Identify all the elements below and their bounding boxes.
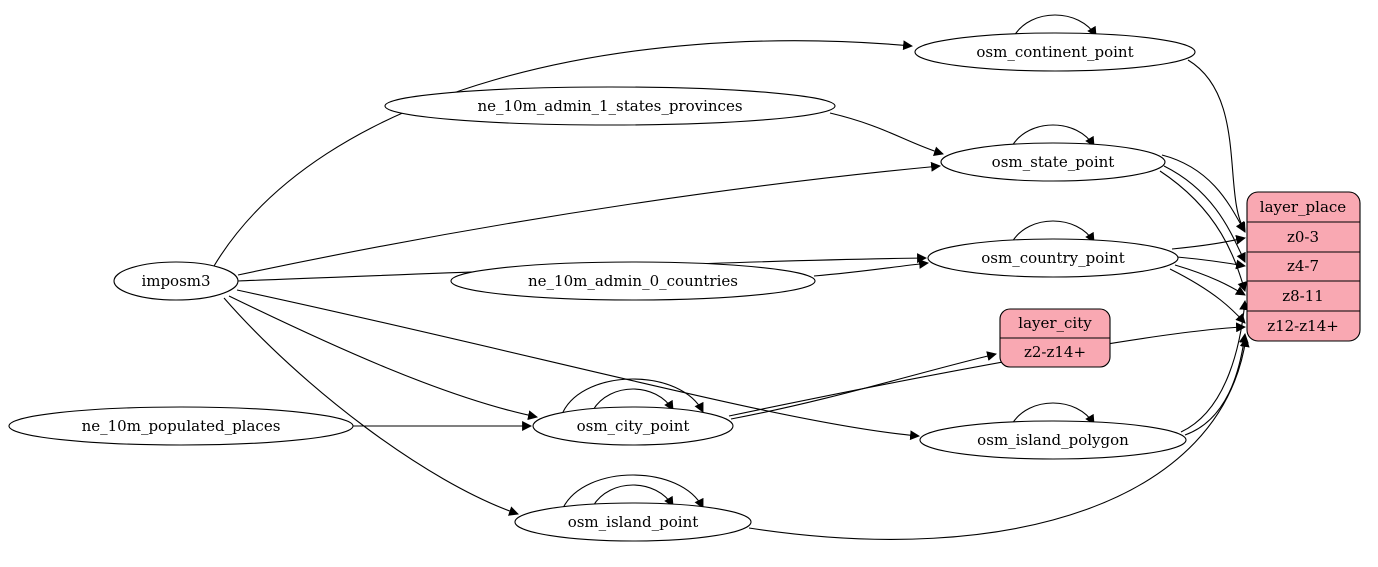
edge-country-to-layer-place-z4-7: [1176, 256, 1246, 270]
self-loop-osm-continent-point: [1013, 14, 1097, 37]
osm-continent-point-ellipse: [914, 32, 1196, 72]
edge-state-to-layer-place-z0-3: [1161, 154, 1246, 233]
edge-ne-states-to-osm-state-point: [829, 112, 944, 157]
ne-states-label: ne_10m_admin_1_states_provinces: [477, 97, 742, 115]
edge-imposm3-to-osm-state-point: [237, 161, 941, 276]
self-loop-osm-state-point: [1011, 124, 1095, 147]
osm-city-point-ellipse: [532, 406, 734, 446]
node-osm-state-point: osm_state_point: [940, 142, 1166, 182]
ne-countries-label: ne_10m_admin_0_countries: [528, 272, 738, 290]
osm-state-point-ellipse: [940, 142, 1166, 182]
osm-city-point-label: osm_city_point: [577, 417, 690, 435]
node-layer-place: layer_place z0-3 z4-7 z8-11 z12-z14+: [1246, 191, 1361, 342]
ne-places-ellipse: [8, 406, 354, 446]
osm-continent-point-label: osm_continent_point: [976, 43, 1133, 61]
node-osm-continent-point: osm_continent_point: [914, 32, 1196, 72]
ne-countries-ellipse: [450, 261, 816, 301]
node-osm-island-point: osm_island_point: [514, 502, 752, 542]
node-osm-country-point: osm_country_point: [927, 238, 1179, 278]
node-osm-island-polygon: osm_island_polygon: [919, 420, 1187, 460]
layer-place-row-z12-z14: z12-z14+: [1267, 317, 1339, 335]
osm-country-point-ellipse: [927, 238, 1179, 278]
edges: [213, 14, 1250, 540]
edge-country-to-layer-place-z0-3: [1171, 234, 1246, 250]
imposm3-label: imposm3: [141, 272, 210, 290]
edge-country-to-layer-place-z12: [1169, 268, 1246, 324]
node-ne-10m-admin-1-states-provinces: ne_10m_admin_1_states_provinces: [384, 86, 836, 126]
edge-continent-to-layer-place-z0-3: [1187, 59, 1246, 232]
ne-states-ellipse: [384, 86, 836, 126]
node-layer-city: layer_city z2-z14+: [999, 308, 1111, 368]
layer-place-row-z4-7: z4-7: [1287, 257, 1319, 275]
osm-island-point-ellipse: [514, 502, 752, 542]
self-loop-osm-island-point-outer: [562, 474, 704, 509]
osm-state-point-label: osm_state_point: [992, 153, 1115, 171]
ne-places-label: ne_10m_populated_places: [82, 417, 281, 435]
edge-state-to-layer-place-z4-7: [1163, 165, 1246, 263]
osm-island-point-label: osm_island_point: [568, 513, 699, 531]
layer-place-row-z8-11: z8-11: [1282, 287, 1324, 305]
edge-imposm3-to-osm-city-point: [228, 295, 538, 421]
self-loop-osm-country-point: [1011, 220, 1095, 243]
edge-ne-countries-to-osm-country-point: [813, 259, 929, 277]
node-ne-10m-populated-places: ne_10m_populated_places: [8, 406, 354, 446]
edge-city-to-layer-city-z2: [730, 351, 997, 420]
edge-imposm3-to-osm-island-polygon: [236, 289, 920, 441]
osm-country-point-label: osm_country_point: [981, 249, 1125, 267]
self-loop-osm-island-point-inner: [592, 484, 674, 507]
self-loop-osm-island-polygon: [1011, 402, 1095, 425]
node-imposm3: imposm3: [113, 261, 239, 301]
edge-imposm3-to-osm-continent-point: [213, 40, 913, 267]
layer-place-row-z0-3: z0-3: [1287, 228, 1319, 246]
layer-city-row-z2-z14: z2-z14+: [1024, 343, 1086, 361]
edge-island-point-to-layer-place-z12: [748, 337, 1250, 540]
imposm3-ellipse: [113, 261, 239, 301]
layer-place-box: [1246, 191, 1361, 342]
layer-city-title: layer_city: [1018, 314, 1092, 332]
node-osm-city-point: osm_city_point: [532, 406, 734, 446]
edge-country-to-layer-place-z8-11: [1174, 264, 1246, 296]
osm-island-polygon-label: osm_island_polygon: [977, 431, 1129, 449]
layer-place-title: layer_place: [1260, 198, 1347, 216]
edge-island-polygon-to-layer-place-z12: [1184, 333, 1249, 436]
edge-state-to-layer-place-z8-11: [1159, 170, 1248, 292]
osm-island-polygon-ellipse: [919, 420, 1187, 460]
self-loop-osm-city-point-inner: [592, 388, 674, 411]
self-loop-osm-city-point-outer: [562, 378, 704, 413]
edge-imposm3-to-osm-island-point: [223, 297, 519, 516]
edge-island-polygon-to-layer-place-z8-11: [1180, 300, 1250, 433]
node-ne-10m-admin-0-countries: ne_10m_admin_0_countries: [450, 261, 816, 301]
